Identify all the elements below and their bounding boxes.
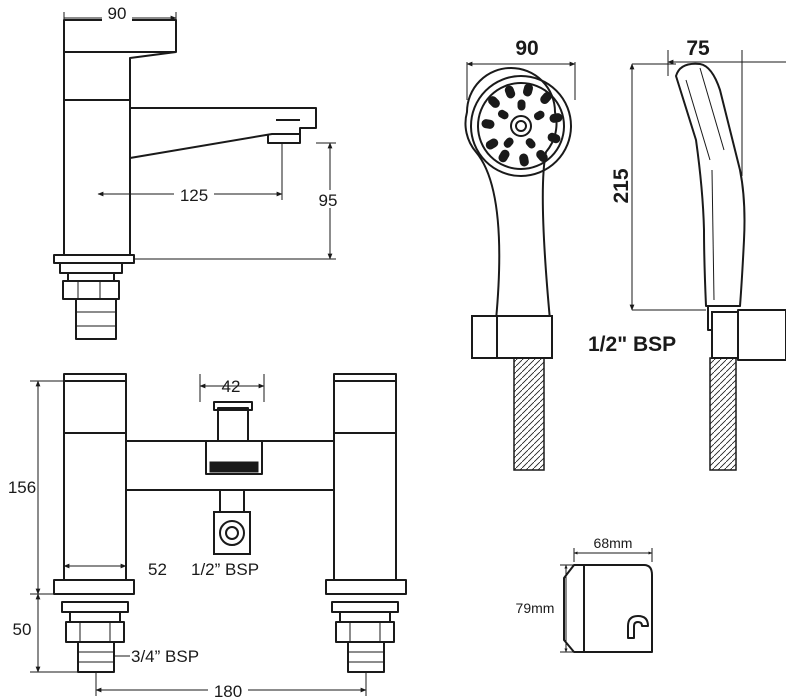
handset-front-drawing — [464, 61, 576, 471]
bath-inlet-thread-label: 3/4” BSP — [131, 647, 199, 666]
bath-base-label: 50 — [13, 620, 32, 639]
basin-width-label: 90 — [108, 4, 127, 23]
basin-tap-drawing — [53, 12, 336, 340]
wall-bracket-drawing — [560, 548, 653, 653]
bath-filler-drawing — [30, 373, 407, 696]
bath-centres-label: 180 — [214, 682, 242, 700]
bath-outlet-thread-label: 1/2” BSP — [191, 560, 259, 579]
handset-side-drawing — [629, 50, 786, 471]
basin-height-label: 95 — [319, 191, 338, 210]
bracket-height-label: 79mm — [516, 600, 555, 616]
bracket-width-label: 68mm — [594, 535, 633, 551]
handset-depth-label: 75 — [686, 37, 710, 60]
bath-body-label: 52 — [148, 560, 167, 579]
handset-width-label: 90 — [515, 37, 538, 60]
basin-reach-label: 125 — [180, 186, 208, 205]
bath-height-label: 156 — [8, 478, 36, 497]
handset-length-label: 215 — [610, 168, 633, 203]
handset-connection-label: 1/2" BSP — [588, 333, 676, 356]
bath-outlet-label: 42 — [222, 377, 241, 396]
